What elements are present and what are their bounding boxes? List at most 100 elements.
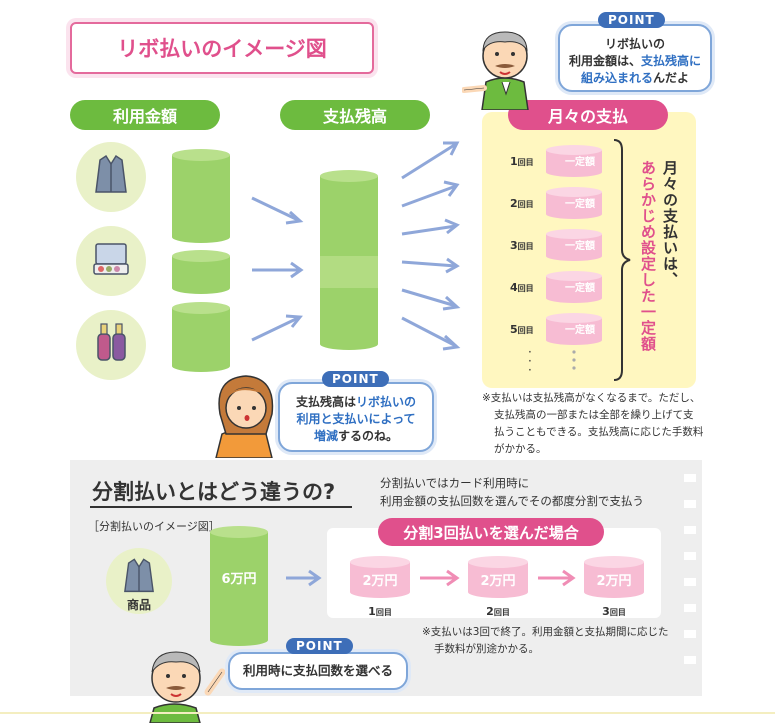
arrows-usage-to-balance: [251, 196, 304, 342]
installment-product-label: 商品: [126, 598, 151, 612]
point1-line3b: んだよ: [653, 71, 690, 85]
installment-num: 1: [368, 605, 376, 618]
installment-note-line1: ※支払いは3回で終了。利用金額と支払期間に応じた: [422, 626, 669, 638]
payment-cylinders: [546, 145, 602, 370]
payment-unit: 回目: [517, 326, 534, 335]
header-monthly: 月々の支払: [508, 100, 668, 130]
diagram-title: リボ払いのイメージ図: [117, 37, 327, 61]
payment-cylinder-4: [546, 271, 602, 303]
bottles-icon: [97, 323, 126, 361]
man-character-illustration: [462, 31, 529, 110]
installment-arrows: [420, 569, 576, 587]
bottom-divider: [0, 712, 775, 714]
payment-unit: 回目: [517, 284, 534, 293]
installment-1-count: 1回目: [350, 600, 410, 619]
payment-amount-3: 一定額: [565, 241, 595, 252]
product-c: 商品C: [76, 310, 146, 380]
installment-3-value: 2万円: [596, 574, 632, 589]
payment-amount-2: 一定額: [565, 199, 595, 210]
diagram-title-box: リボ払いのイメージ図: [70, 22, 374, 74]
point-bubble-bottom: 利用時に支払回数を選べる: [228, 652, 408, 690]
installment-banner-label: 分割3回払いを選んだ場合: [403, 523, 579, 542]
usage-cylinder-a: [172, 149, 230, 243]
point-bubble-middle: 支払残高はリボ払いの 利用と支払いによって 増減するのね。: [278, 382, 434, 452]
payment-row-4: 4回目: [510, 276, 534, 295]
point1-line2a: 利用金額は、: [568, 54, 641, 68]
installment-cylinder-2: [468, 556, 528, 598]
point2-line1b: リボ払いの: [356, 395, 417, 409]
installment-banner: 分割3回払いを選んだ場合: [378, 518, 604, 546]
product-b: 商品B: [76, 226, 146, 296]
revolving-diagram: [172, 139, 631, 381]
usage-cylinder-b: [172, 250, 230, 294]
payment-row-3: 3回目: [510, 234, 534, 253]
payment-num: 1: [510, 155, 518, 168]
total-amount-label: 6万円: [221, 572, 257, 587]
jacket-icon: [124, 558, 154, 593]
point-bubble-top-text: リボ払いの 利用金額は、支払残高に 組み込まれるんだよ: [560, 36, 710, 87]
total-amount-cylinder: [210, 526, 268, 646]
payment-amount-4: 一定額: [565, 283, 595, 294]
arrows-balance-to-payments: [401, 141, 461, 351]
point-tag-bottom: POINT: [286, 638, 353, 654]
note1-line1: ※支払いは支払残高がなくなるまで。ただし、: [482, 392, 701, 404]
title-underline: [90, 506, 352, 508]
point-tag-middle: POINT: [322, 371, 389, 387]
point-bubble-middle-text: 支払残高はリボ払いの 利用と支払いによって 増減するのね。: [280, 394, 432, 445]
makeup-palette-icon: [93, 243, 129, 275]
note1-line3: 払うこともできる。支払残高に応じた手数料: [494, 426, 704, 438]
point1-line1: リボ払いの: [604, 37, 665, 51]
payment-cylinder-5: [546, 313, 602, 345]
installment-unit: 回目: [609, 608, 626, 617]
arrow-to-installments: [286, 569, 322, 587]
note1-line2: 支払残高の一部または全部を繰り上げて支: [494, 409, 694, 421]
payment-row-2: 2回目: [510, 192, 534, 211]
installment-section-title: 分割払いとはどう違うの?: [92, 480, 336, 504]
header-usage: 利用金額: [70, 100, 220, 130]
payment-cylinder-1: [546, 145, 602, 177]
desc-line2: 利用金額の支払回数を選んでその都度分割で支払う: [380, 494, 644, 508]
payments-bracket: [613, 139, 631, 381]
payment-row-5: 5回目: [510, 318, 534, 337]
point2-line3b: するのね。: [338, 429, 399, 443]
installment-cylinders-overlay: [350, 556, 644, 598]
section-edge-ticks: [684, 474, 696, 682]
point-bubble-bottom-text: 利用時に支払回数を選べる: [242, 663, 393, 678]
payment-amount-5: 一定額: [565, 325, 595, 336]
payment-num: 3: [510, 239, 518, 252]
point2-line1a: 支払残高は: [295, 395, 356, 409]
payment-unit: 回目: [517, 242, 534, 251]
revolving-note: ※支払いは支払残高がなくなるまで。ただし、 支払残高の一部または全部を繰り上げて…: [482, 390, 708, 458]
installment-3-count: 3回目: [584, 600, 644, 619]
note1-line4: がかかる。: [494, 443, 547, 455]
product-a: 商品A: [76, 142, 146, 212]
payment-amount-1: 一定額: [565, 157, 595, 168]
header-usage-label: 利用金額: [112, 107, 177, 126]
payment-unit: 回目: [517, 158, 534, 167]
point2-line2: 利用と支払いによって: [296, 412, 416, 426]
payment-cylinder-2: [546, 187, 602, 219]
installment-num: 2: [486, 605, 494, 618]
vertical-text-line1: 月々の支払いは、: [661, 160, 679, 288]
installment-2-value: 2万円: [480, 574, 516, 589]
point1-line2b: 支払残高に: [641, 54, 702, 68]
installment-cylinder-3: [584, 556, 644, 598]
payment-num: 4: [510, 281, 518, 294]
installment-cylinder-1: [350, 556, 410, 598]
installment-1-value: 2万円: [362, 574, 398, 589]
jacket-icon: [95, 154, 127, 193]
point-tag-top: POINT: [598, 12, 665, 28]
vertical-text-line2: あらかじめ設定した一定額: [639, 160, 657, 352]
continuation-dots: [572, 350, 576, 370]
installment-description: 分割払いではカード利用時に 利用金額の支払回数を選んでその都度分割で支払う: [380, 474, 644, 510]
header-balance-label: 支払残高: [322, 107, 387, 126]
payment-num: 2: [510, 197, 518, 210]
header-monthly-label: 月々の支払: [547, 107, 628, 126]
point1-line3a: 組み込まれる: [580, 71, 653, 85]
desc-line1: 分割払いではカード利用時に: [380, 476, 530, 490]
usage-cylinder-c: [172, 302, 230, 372]
payment-cylinder-3: [546, 229, 602, 261]
rows-continuation: ···: [528, 345, 532, 377]
installment-num: 3: [602, 605, 610, 618]
payment-num: 5: [510, 323, 518, 336]
